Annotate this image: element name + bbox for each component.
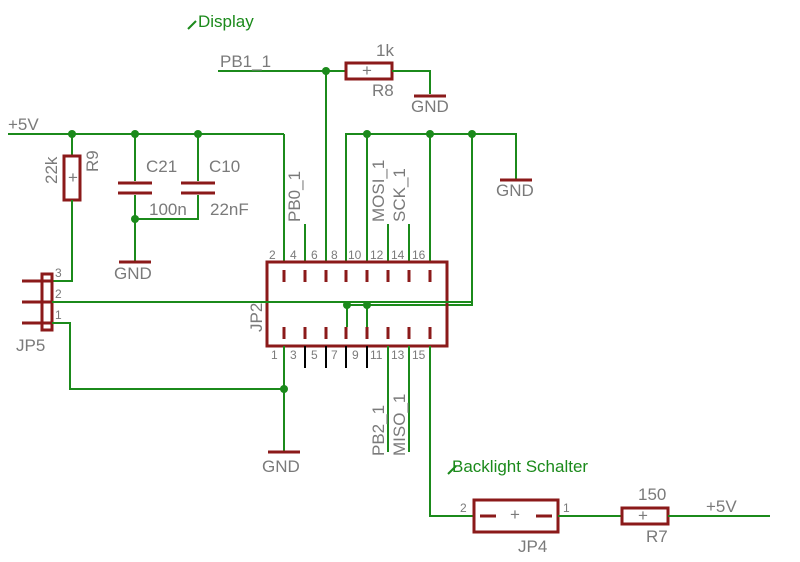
wire-jp5-pin1-to-gnd <box>52 322 284 390</box>
jp2-pin-11: 11 <box>370 348 383 362</box>
r7-value: 150 <box>638 485 666 504</box>
jp2-pin-1: 1 <box>271 348 278 362</box>
net-label-pb2: PB2_1 <box>369 405 388 456</box>
net-label-pb0: PB0_1 <box>285 171 304 222</box>
net-label-vcc-left: +5V <box>8 115 39 134</box>
jp2-pin-5: 5 <box>311 348 318 362</box>
jp2-pin-15: 15 <box>412 348 426 362</box>
jp2-pin-7: 7 <box>331 348 338 362</box>
net-label-miso: MISO_1 <box>390 394 409 456</box>
gnd-label-jp2: GND <box>262 457 300 476</box>
jp4-name: JP4 <box>518 537 547 556</box>
jp2-pin-13: 13 <box>391 348 405 362</box>
backlight-label: Backlight Schalter <box>452 457 588 476</box>
jp2-pin-8: 8 <box>331 248 338 262</box>
connector-jp2 <box>265 260 449 348</box>
c21-value: 100n <box>149 200 187 219</box>
r9-value: 22k <box>42 156 61 184</box>
backlight-marker <box>447 465 457 475</box>
r7-plus-sign: + <box>638 506 648 525</box>
gnd-label-top-right: GND <box>496 181 534 200</box>
r9-plus-sign: + <box>68 168 78 187</box>
r7-name: R7 <box>646 527 668 546</box>
c21-name: C21 <box>146 157 177 176</box>
r8-value: 1k <box>376 41 394 60</box>
jp5-pin-3: 3 <box>55 266 62 280</box>
jp2-bottom-leads <box>304 346 368 368</box>
jp5-pin-2: 2 <box>55 287 62 301</box>
junction-pb1 <box>322 67 330 75</box>
jp2-pin-9: 9 <box>352 348 359 362</box>
jp4-pin-2: 2 <box>460 501 467 515</box>
wire-r8-to-gnd <box>392 70 431 94</box>
jp2-pin-16: 16 <box>412 248 426 262</box>
jp2-top-pin-marks <box>282 270 432 282</box>
jp2-pin-3: 3 <box>290 348 297 362</box>
wire-c10-to-c21 <box>135 195 199 220</box>
r9-name: R9 <box>83 150 102 172</box>
jp4-plus-sign: + <box>510 505 520 524</box>
jp5-pin-marks <box>22 279 52 325</box>
jp5-name: JP5 <box>16 336 45 355</box>
net-label-vcc-right: +5V <box>706 497 737 516</box>
wire-jp2-pin15-to-jp4 <box>429 346 474 517</box>
jp2-pin-4: 4 <box>290 248 297 262</box>
jp2-pin-6: 6 <box>311 248 318 262</box>
net-label-pb1: PB1_1 <box>220 52 271 71</box>
r8-plus-sign: + <box>362 61 372 80</box>
title-marker <box>187 20 197 30</box>
wire-rail-return <box>347 134 473 306</box>
jp2-pin-14: 14 <box>391 248 405 262</box>
wire-r9-to-jp5-pin3 <box>52 200 73 282</box>
gnd-label-r8: GND <box>411 97 449 116</box>
net-label-mosi: MOSI_1 <box>369 160 388 222</box>
jp2-pin-2: 2 <box>269 248 276 262</box>
c10-name: C10 <box>209 157 240 176</box>
r8-name: R8 <box>372 81 394 100</box>
jp2-pin-12: 12 <box>370 248 384 262</box>
jp2-bottom-pin-marks <box>282 327 432 339</box>
jp4-pin-1: 1 <box>563 501 570 515</box>
gnd-label-c21: GND <box>114 264 152 283</box>
diagram-title: Display <box>198 12 254 31</box>
jp2-pin-10: 10 <box>348 248 362 262</box>
jp5-pin-1: 1 <box>55 308 62 322</box>
c10-value: 22nF <box>210 200 249 219</box>
jp2-name: JP2 <box>247 303 266 332</box>
net-label-sck: SCK_1 <box>390 168 409 222</box>
